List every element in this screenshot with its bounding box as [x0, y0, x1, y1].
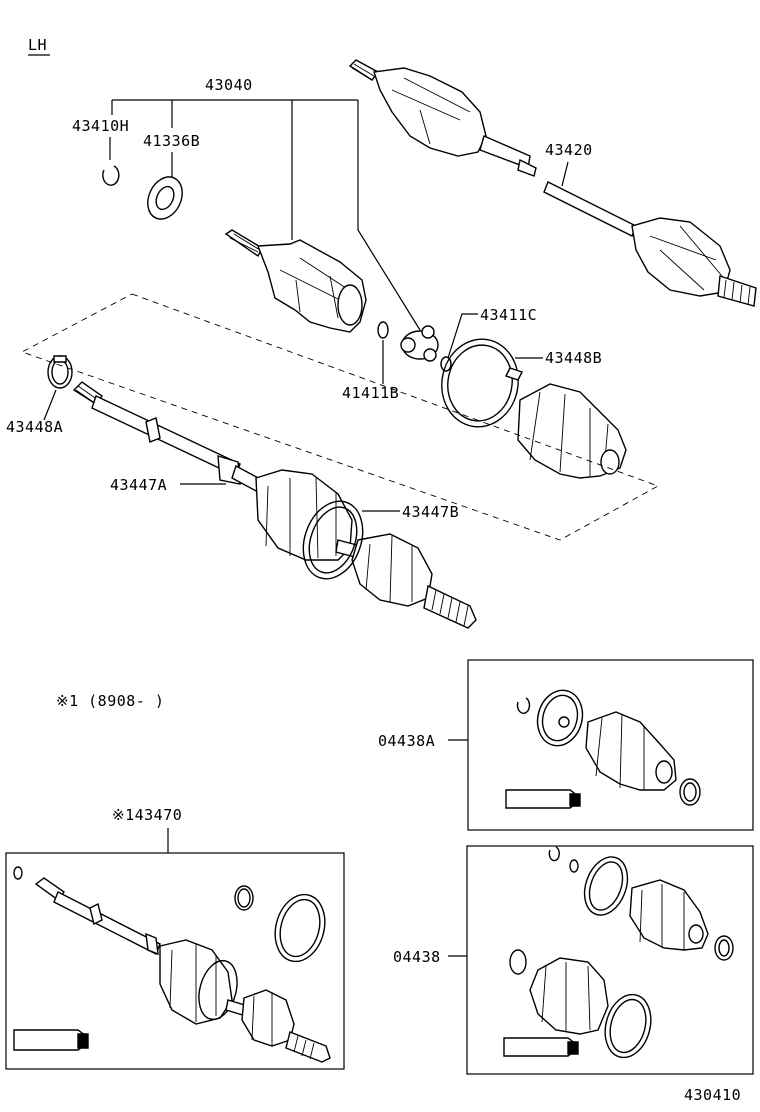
tripod-joint — [400, 325, 439, 362]
shaft-outboard-joint — [72, 381, 477, 629]
kit-04438A-box — [467, 659, 754, 831]
leader-43420 — [561, 161, 569, 187]
snap-ring-43410H — [102, 165, 120, 186]
label-43448A[interactable]: 43448A — [6, 418, 63, 436]
shaft-assembly-43420 — [348, 59, 757, 307]
label-04438A[interactable]: 04438A — [378, 732, 435, 750]
leader-43040 — [111, 99, 421, 331]
clamp-43448A — [47, 355, 73, 389]
boot-inboard — [517, 383, 627, 479]
snap-ring-43411C — [440, 356, 452, 372]
inboard-joint-housing — [224, 229, 367, 333]
label-43470[interactable]: ※143470 — [112, 806, 182, 824]
label-41336B[interactable]: 41336B — [143, 132, 200, 150]
assy-43470-parts — [13, 866, 331, 1063]
label-43447A[interactable]: 43447A — [110, 476, 167, 494]
leader-43448A — [43, 389, 57, 421]
figure-number: 430410 — [684, 1086, 741, 1104]
group-box-43410 — [20, 293, 660, 541]
label-43447B[interactable]: 43447B — [402, 503, 459, 521]
clamp-43447B — [302, 500, 364, 580]
label-43411C[interactable]: 43411C — [480, 306, 537, 324]
assy-43470-box — [5, 852, 345, 1070]
seal-41336B — [147, 176, 183, 220]
note-range: ※1 (8908- ) — [56, 692, 164, 710]
label-43448B[interactable]: 43448B — [545, 349, 602, 367]
snap-ring-41411B — [377, 321, 389, 339]
clamp-43448B — [441, 338, 523, 428]
label-04438[interactable]: 04438 — [393, 948, 441, 966]
label-43410H[interactable]: 43410H — [72, 117, 129, 135]
side-label: LH — [28, 36, 47, 54]
kit-04438-box — [466, 845, 754, 1075]
label-43040[interactable]: 43040 — [205, 76, 253, 94]
kit-04438-parts — [503, 846, 734, 1059]
label-43420[interactable]: 43420 — [545, 141, 593, 159]
leader-43411C — [447, 313, 478, 359]
kit-04438A-parts — [505, 689, 701, 809]
label-41411B[interactable]: 41411B — [342, 384, 399, 402]
